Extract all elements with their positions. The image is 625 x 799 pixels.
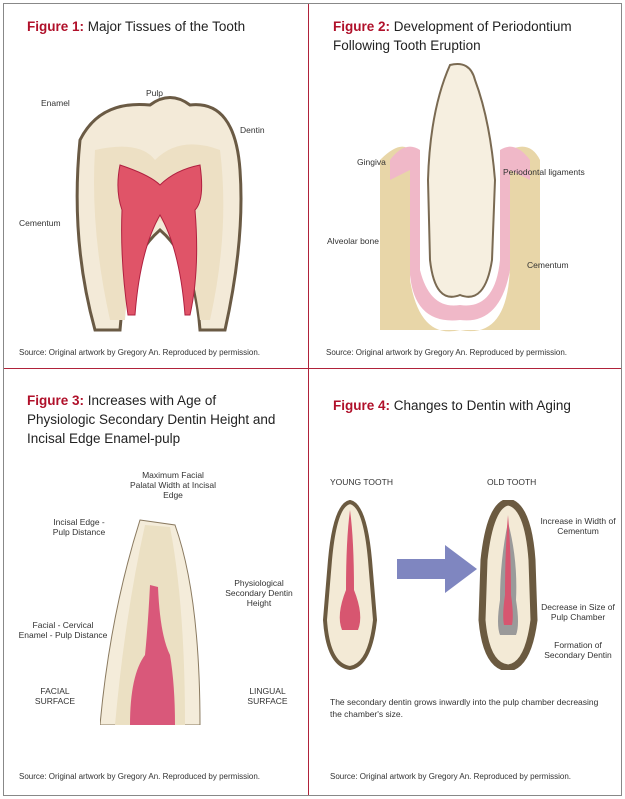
old-tooth-illustration: [478, 500, 538, 670]
label-alveolar-bone: Alveolar bone: [327, 236, 379, 246]
periodontium-illustration: [380, 63, 540, 332]
incisor-section-illustration: [100, 519, 201, 725]
label-old-tooth: OLD TOOTH: [487, 477, 537, 487]
label-max-width: Maximum Facial Palatal Width at Incisal …: [130, 470, 216, 500]
molar-illustration: [75, 96, 243, 332]
figure-label: Figure 2:: [333, 19, 391, 34]
label-periodontal-ligaments: Periodontal ligaments: [503, 167, 585, 177]
divider-horizontal: [4, 368, 621, 369]
figure-3-title: Figure 3: Increases with Age of Physiolo…: [27, 391, 287, 448]
label-gingiva: Gingiva: [357, 157, 386, 167]
figure-2-title: Figure 2: Development of Periodontium Fo…: [333, 17, 613, 55]
young-tooth-illustration: [322, 500, 378, 670]
label-facial-cervical: Facial - Cervical Enamel - Pulp Distance: [18, 620, 108, 640]
figure-title-text: Development of Periodontium Following To…: [333, 19, 572, 53]
page-frame: [3, 3, 622, 796]
arrow-icon: [397, 545, 477, 593]
label-cementum: Cementum: [19, 218, 61, 228]
label-cementum-2: Cementum: [527, 260, 569, 270]
label-cementum-width: Increase in Width of Cementum: [540, 516, 616, 536]
divider-vertical: [308, 4, 309, 795]
label-dentin: Dentin: [240, 125, 265, 135]
figure-title-text: Major Tissues of the Tooth: [84, 19, 246, 34]
figure-label: Figure 3:: [27, 393, 85, 408]
figure-label: Figure 4:: [333, 398, 391, 413]
figure-2-source: Source: Original artwork by Gregory An. …: [326, 348, 567, 357]
label-physiological: Physiological Secondary Dentin Height: [225, 578, 293, 608]
figure-4-source: Source: Original artwork by Gregory An. …: [330, 772, 571, 781]
label-secondary-dentin: Formation of Secondary Dentin: [544, 640, 612, 660]
figure-1-title: Figure 1: Major Tissues of the Tooth: [27, 17, 297, 36]
label-enamel: Enamel: [41, 98, 70, 108]
figure-title-text: Changes to Dentin with Aging: [390, 398, 571, 413]
figure-3-source: Source: Original artwork by Gregory An. …: [19, 772, 260, 781]
label-lingual-surface: LINGUAL SURFACE: [247, 686, 288, 706]
figure-1-source: Source: Original artwork by Gregory An. …: [19, 348, 260, 357]
label-facial-surface: FACIAL SURFACE: [34, 686, 76, 706]
label-pulp: Pulp: [146, 88, 164, 98]
figure-title-text: Increases with Age of Physiologic Second…: [27, 393, 276, 446]
label-incisal-pulp: Incisal Edge - Pulp Distance: [52, 517, 106, 537]
label-pulp-size: Decrease in Size of Pulp Chamber: [541, 602, 615, 622]
figure-4-title: Figure 4: Changes to Dentin with Aging: [333, 396, 603, 415]
label-young-tooth: YOUNG TOOTH: [330, 477, 393, 487]
figure-4-caption: The secondary dentin grows inwardly into…: [330, 697, 599, 719]
figure-label: Figure 1:: [27, 19, 85, 34]
